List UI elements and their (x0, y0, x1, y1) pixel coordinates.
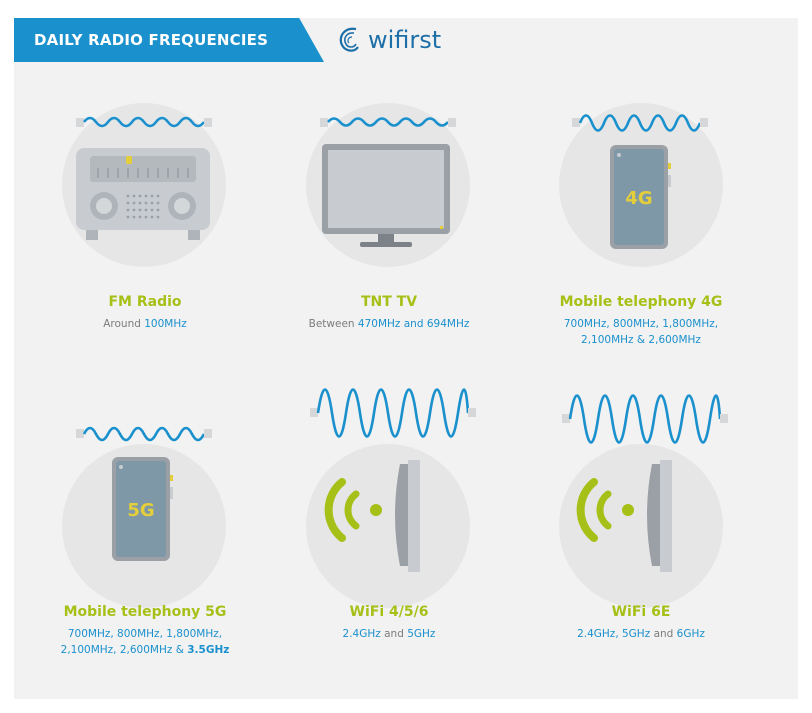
tnt-tv-title: TNT TV (360, 294, 418, 310)
tnt-tv-frequency-prefix: Between (308, 318, 358, 330)
mobile-4g-title: Mobile telephony 4G (559, 294, 723, 310)
smartphone-icon: 5G (112, 457, 173, 561)
wifi-6e-frequencies: 2.4GHz, 5GHz and 6GHz (516, 626, 766, 642)
wifi-access-point-icon (576, 460, 672, 572)
wifi-6e-wave-icon (562, 394, 728, 444)
mobile-4g-frequencies-line1: 700MHz, 800MHz, 1,800MHz, (563, 318, 719, 330)
radio-wave-icon (76, 116, 212, 128)
mobile-4g-frequencies: 700MHz, 800MHz, 1,800MHz, 2,100MHz & 2,6… (516, 316, 766, 348)
brand-logo: wifirst (336, 22, 441, 58)
wifi-456-conjunction: and (380, 628, 408, 640)
page-title: DAILY RADIO FREQUENCIES (34, 31, 269, 49)
wifi-access-point-icon (324, 460, 420, 572)
mobile-5g-frequencies-line1: 700MHz, 800MHz, 1,800MHz, (67, 628, 223, 640)
fm-radio-frequency-value: 100MHz (144, 318, 187, 330)
device-label-5g: 5G (127, 500, 154, 521)
wifi-456-band-2: 5GHz (407, 628, 436, 640)
wifi-6e-bands: 2.4GHz, 5GHz (577, 628, 651, 640)
tnt-tv-frequency: Between 470MHz and 694MHz (264, 316, 514, 332)
fm-radio-frequency-prefix: Around (103, 318, 145, 330)
tv-wave-icon (320, 117, 456, 127)
wifi-456-title: WiFi 4/5/6 (349, 604, 429, 620)
mobile-5g-wave-icon (76, 426, 212, 442)
header-banner: DAILY RADIO FREQUENCIES (14, 18, 324, 62)
wifi-456-band-1: 2.4GHz (342, 628, 381, 640)
tv-icon (322, 144, 450, 247)
tnt-tv-frequency-range: 470MHz and 694MHz (357, 318, 470, 330)
brand-name: wifirst (368, 26, 442, 54)
radio-icon (76, 148, 210, 240)
mobile-5g-frequencies-line2-highlight: 3.5GHz (187, 644, 230, 656)
wifi-6e-band-6ghz: 6GHz (676, 628, 705, 640)
wifi-456-wave-icon (310, 388, 476, 438)
mobile-4g-wave-icon (572, 114, 708, 132)
wifirst-swirl-icon (339, 27, 359, 52)
smartphone-icon: 4G (610, 145, 671, 249)
fm-radio-title: FM Radio (108, 294, 182, 310)
wifi-6e-conjunction: and (650, 628, 677, 640)
wifi-456-frequencies: 2.4GHz and 5GHz (264, 626, 514, 642)
device-label-4g: 4G (625, 188, 652, 209)
mobile-5g-frequencies: 700MHz, 800MHz, 1,800MHz, 2,100MHz, 2,60… (20, 626, 270, 658)
mobile-5g-frequencies-line2-prefix: 2,100MHz, 2,600MHz & (60, 644, 188, 656)
mobile-4g-frequencies-line2: 2,100MHz & 2,600MHz (581, 334, 701, 346)
wifi-6e-title: WiFi 6E (611, 604, 671, 620)
mobile-5g-title: Mobile telephony 5G (63, 604, 227, 620)
fm-radio-frequency: Around 100MHz (20, 316, 270, 332)
mobile-5g-frequencies-line2: 2,100MHz, 2,600MHz & 3.5GHz (20, 642, 270, 658)
